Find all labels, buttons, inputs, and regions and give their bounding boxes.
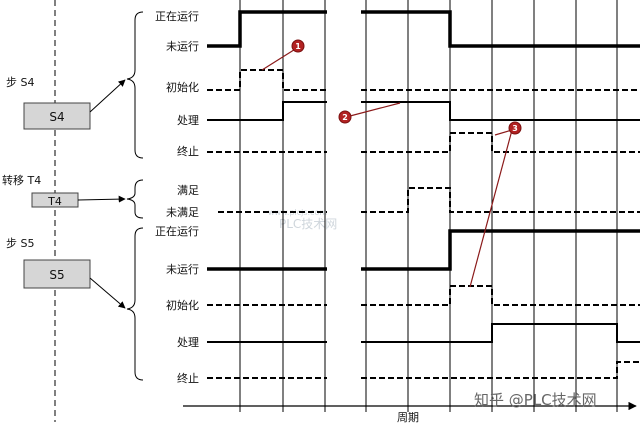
s5-end-signal-b	[361, 361, 640, 379]
marker-1: 1	[291, 39, 305, 53]
svg-text:1: 1	[295, 42, 301, 51]
label-s4-inactive: 未运行	[166, 40, 199, 53]
s4-arrow	[89, 79, 126, 113]
s5-bracket	[126, 227, 144, 381]
label-s4-end: 终止	[177, 144, 199, 158]
marker-2: 2	[338, 110, 352, 124]
t4-signal-b	[361, 187, 640, 213]
marker-1-leader	[261, 47, 298, 71]
t4-box: T4	[31, 192, 79, 208]
s4-status-signal-a	[207, 10, 327, 48]
label-s4-process: 处理	[177, 114, 199, 127]
label-s5-process: 处理	[177, 336, 199, 349]
label-t4-fulfilled: 满足	[177, 184, 199, 197]
s5-title: 步 S5	[6, 237, 34, 250]
cycle-gridlines	[239, 0, 618, 412]
svg-text:3: 3	[512, 124, 518, 133]
t4-arrow	[77, 195, 126, 203]
s4-box: S4	[23, 102, 91, 130]
s4-title: 步 S4	[6, 76, 34, 89]
svg-text:2: 2	[342, 113, 348, 122]
marker-3-leader-a	[469, 129, 513, 288]
s4-process-signal-a	[207, 101, 327, 121]
time-axis-label: 周期	[397, 411, 419, 424]
s4-status-signal-b	[361, 10, 640, 48]
s5-box-label: S5	[49, 268, 64, 282]
s4-end-signal-b	[361, 132, 640, 153]
s5-init-signal-b	[361, 285, 640, 306]
label-s5-active: 正在运行	[155, 225, 199, 238]
label-s5-inactive: 未运行	[166, 263, 199, 276]
s4-process-signal-b	[361, 101, 640, 121]
label-t4-not-fulfilled: 未满足	[166, 206, 199, 219]
credit-text: 知乎 @PLC技术网	[474, 391, 597, 409]
t4-title: 转移 T4	[2, 173, 41, 187]
t4-box-label: T4	[47, 195, 62, 208]
label-s5-end: 终止	[177, 371, 199, 385]
t4-bracket	[126, 179, 144, 219]
s5-status-signal-b	[361, 229, 640, 271]
s5-arrow	[89, 277, 126, 309]
label-s4-init: 初始化	[166, 80, 199, 94]
s4-bracket	[126, 11, 144, 159]
watermark-url: www.plcjs.com	[268, 208, 327, 217]
s5-box: S5	[23, 259, 91, 289]
s4-init-signal-a	[207, 69, 327, 91]
watermark: PLC技术网	[279, 217, 337, 231]
marker-2-leader	[349, 102, 401, 117]
label-s4-active: 正在运行	[155, 10, 199, 23]
marker-3: 3	[508, 121, 522, 135]
s5-process-signal-b	[361, 323, 640, 343]
label-s5-init: 初始化	[166, 298, 199, 312]
s4-box-label: S4	[49, 110, 64, 124]
